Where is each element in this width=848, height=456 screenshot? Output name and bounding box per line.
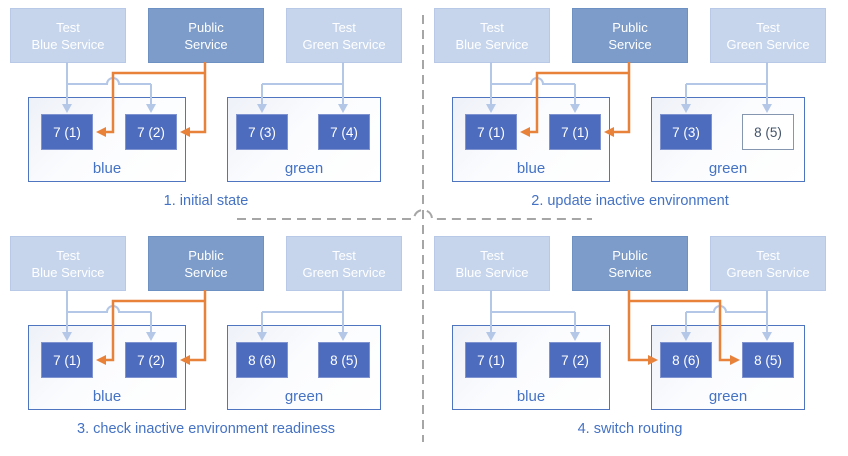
service-label-line: Blue Service [455, 264, 529, 280]
service-label-line: Test [56, 19, 80, 35]
service-label-line: Test [480, 19, 504, 35]
test-green-service-box: Test Green Service [286, 236, 402, 291]
green-pod-1: 8 (6) [236, 342, 288, 378]
public-service-box: Public Service [148, 8, 264, 63]
service-label-line: Test [480, 247, 504, 263]
panel-update-inactive-environment: Test Blue Service Public Service Test Gr… [424, 0, 848, 228]
test-blue-service-box: Test Blue Service [10, 8, 126, 63]
panel-switch-routing: Test Blue Service Public Service Test Gr… [424, 228, 848, 456]
environment-label: blue [516, 388, 546, 405]
blue-pod-1: 7 (1) [41, 342, 93, 378]
step-caption: 1. initial state [163, 193, 249, 209]
service-label-line: Service [184, 36, 228, 52]
service-label-line: Green Service [726, 36, 810, 52]
green-pod-1: 7 (3) [236, 114, 288, 150]
environment-label: green [284, 160, 324, 177]
step-caption: 2. update inactive environment [531, 193, 729, 209]
service-label-line: Test [332, 19, 356, 35]
service-label-line: Test [756, 19, 780, 35]
blue-pod-2: 7 (2) [549, 342, 601, 378]
service-label-line: Public [612, 247, 648, 263]
service-label-line: Green Service [302, 36, 386, 52]
service-label-line: Blue Service [455, 36, 529, 52]
step-caption: 3. check inactive environment readiness [77, 421, 335, 437]
service-label-line: Blue Service [31, 264, 105, 280]
service-label-line: Green Service [302, 264, 386, 280]
environment-label: blue [92, 388, 122, 405]
test-green-service-box: Test Green Service [710, 8, 826, 63]
service-label-line: Green Service [726, 264, 810, 280]
green-pod-1: 7 (3) [660, 114, 712, 150]
green-pod-2-starting: 8 (5) [742, 114, 794, 150]
service-label-line: Test [332, 247, 356, 263]
green-pod-2: 8 (5) [318, 342, 370, 378]
green-pod-1: 8 (6) [660, 342, 712, 378]
green-pod-2: 7 (4) [318, 114, 370, 150]
test-blue-service-box: Test Blue Service [434, 8, 550, 63]
service-label-line: Test [756, 247, 780, 263]
blue-pod-2: 7 (2) [125, 342, 177, 378]
service-label-line: Service [184, 264, 228, 280]
public-service-box: Public Service [572, 8, 688, 63]
test-green-service-box: Test Green Service [710, 236, 826, 291]
public-service-box: Public Service [148, 236, 264, 291]
environment-label: green [708, 388, 748, 405]
environment-label: green [284, 388, 324, 405]
service-label-line: Service [608, 36, 652, 52]
environment-label: green [708, 160, 748, 177]
blue-pod-1: 7 (1) [465, 114, 517, 150]
environment-label: blue [516, 160, 546, 177]
test-blue-service-box: Test Blue Service [434, 236, 550, 291]
service-label-line: Public [188, 247, 224, 263]
service-label-line: Public [188, 19, 224, 35]
service-label-line: Blue Service [31, 36, 105, 52]
test-green-service-box: Test Green Service [286, 8, 402, 63]
service-label-line: Service [608, 264, 652, 280]
service-label-line: Public [612, 19, 648, 35]
service-label-line: Test [56, 247, 80, 263]
public-service-box: Public Service [572, 236, 688, 291]
blue-pod-2: 7 (1) [549, 114, 601, 150]
panel-check-inactive-environment-readiness: Test Blue Service Public Service Test Gr… [0, 228, 424, 456]
blue-pod-1: 7 (1) [41, 114, 93, 150]
panel-initial-state: Test Blue Service Public Service Test Gr… [0, 0, 424, 228]
test-blue-service-box: Test Blue Service [10, 236, 126, 291]
environment-label: blue [92, 160, 122, 177]
blue-pod-1: 7 (1) [465, 342, 517, 378]
green-pod-2: 8 (5) [742, 342, 794, 378]
blue-pod-2: 7 (2) [125, 114, 177, 150]
step-caption: 4. switch routing [577, 421, 683, 437]
